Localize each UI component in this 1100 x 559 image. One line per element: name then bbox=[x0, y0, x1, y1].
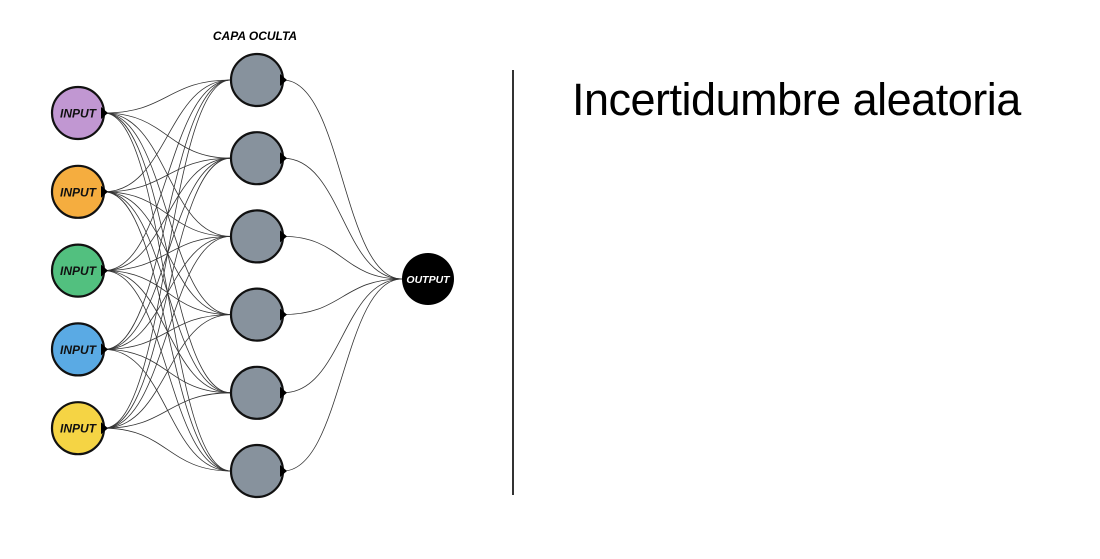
edge-input5-hidden2 bbox=[103, 157, 232, 429]
hidden-6-arrow-icon bbox=[280, 465, 287, 477]
output-label: OUTPUT bbox=[406, 274, 451, 286]
input-3-arrow-icon bbox=[101, 264, 108, 277]
input-label: INPUT bbox=[60, 107, 98, 121]
hidden-1-arrow-icon bbox=[280, 74, 287, 86]
hidden-node-3 bbox=[229, 209, 285, 264]
edge-input5-hidden3 bbox=[103, 236, 232, 429]
hidden-5-arrow-icon bbox=[280, 386, 287, 399]
input-2-arrow-icon bbox=[101, 185, 108, 198]
edge-input5-hidden5 bbox=[103, 392, 232, 429]
edge-hidden4-output bbox=[282, 278, 403, 315]
input-1-arrow-icon bbox=[101, 107, 108, 119]
input-label: INPUT bbox=[60, 185, 98, 199]
edge-input5-hidden1 bbox=[103, 79, 232, 429]
input-label: INPUT bbox=[60, 264, 98, 278]
edge-input1-hidden1 bbox=[103, 79, 232, 114]
edge-input4-hidden1 bbox=[103, 79, 232, 350]
input-5-arrow-icon bbox=[101, 422, 108, 435]
hidden-layer-label: CAPA OCULTA bbox=[213, 29, 297, 43]
edge-input2-hidden1 bbox=[103, 79, 232, 193]
nodes: INPUT INPUT INPUT INPUT INPUT OUTPUT bbox=[50, 52, 454, 499]
page-title: Incertidumbre aleatoria bbox=[572, 74, 1021, 125]
output-node bbox=[402, 253, 454, 305]
edge-input5-hidden4 bbox=[103, 314, 232, 429]
hidden-node-2 bbox=[229, 131, 285, 186]
edge-hidden5-output bbox=[282, 278, 403, 394]
edge-input3-hidden1 bbox=[103, 79, 232, 271]
hidden-3-arrow-icon bbox=[280, 230, 287, 243]
divider bbox=[512, 70, 514, 495]
hidden-2-arrow-icon bbox=[280, 152, 287, 165]
hidden-4-arrow-icon bbox=[280, 308, 287, 321]
hidden-node-5 bbox=[229, 365, 285, 420]
input-label: INPUT bbox=[60, 422, 98, 436]
edges bbox=[103, 79, 403, 472]
edge-hidden2-output bbox=[282, 157, 403, 280]
edge-hidden3-output bbox=[282, 236, 403, 280]
input-label: INPUT bbox=[60, 343, 98, 357]
hidden-node-1 bbox=[229, 52, 285, 108]
edge-input5-hidden6 bbox=[103, 427, 232, 472]
edge-hidden6-output bbox=[282, 278, 403, 472]
neural-network-diagram: INPUT INPUT INPUT INPUT INPUT OUTPUT CAPA OCU… bbox=[50, 29, 454, 499]
hidden-node-4 bbox=[229, 287, 285, 342]
hidden-node-6 bbox=[229, 443, 285, 499]
input-4-arrow-icon bbox=[101, 343, 108, 356]
edge-hidden1-output bbox=[282, 79, 403, 280]
